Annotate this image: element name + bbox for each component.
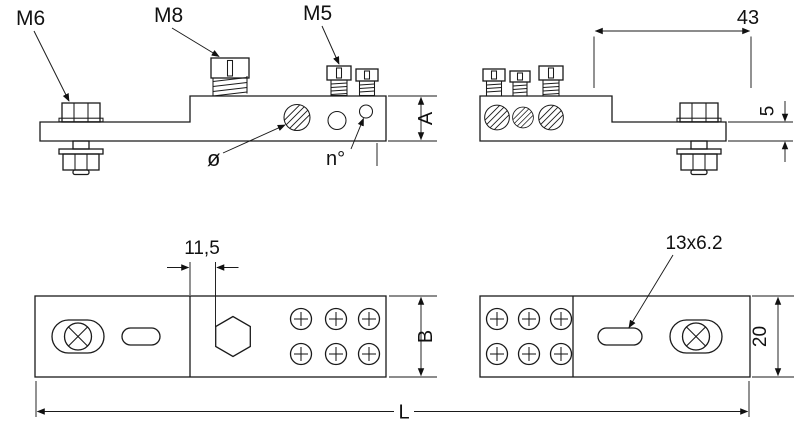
busbar-profile-right xyxy=(479,95,727,142)
dim-label-43: 43 xyxy=(737,7,759,29)
terminal-screw-top xyxy=(357,307,381,331)
m8-screw-side xyxy=(210,57,250,97)
callout-hole-count: n° xyxy=(326,148,345,170)
dim-label-11-5: 11,5 xyxy=(184,238,220,259)
busbar-profile-left xyxy=(39,95,387,142)
dimension-l: L xyxy=(35,381,750,424)
m6-bolt-top-right xyxy=(669,319,723,354)
callout-slot-size: 13x6.2 xyxy=(665,233,722,254)
threaded-hole-r3 xyxy=(538,104,564,131)
dim-label-l: L xyxy=(398,402,409,424)
screw-side-r2 xyxy=(509,70,531,97)
busbar-top-right xyxy=(479,295,751,378)
m5-screw-side-1 xyxy=(326,65,352,97)
dim-label-5: 5 xyxy=(758,106,779,117)
dim-label-a: A xyxy=(415,111,437,125)
leader-slot-size xyxy=(628,254,674,329)
callout-m5: M5 xyxy=(303,2,332,25)
leader-diameter xyxy=(222,124,286,154)
leader-m8 xyxy=(171,27,220,57)
terminal-screw-top xyxy=(289,342,313,366)
terminal-screw-top xyxy=(289,307,313,331)
dim-label-b: B xyxy=(415,330,437,343)
callout-diameter: ø xyxy=(207,146,220,171)
terminal-screw-top xyxy=(324,342,348,366)
dimension-11-5: 11,5 xyxy=(167,238,239,327)
terminal-screw-top xyxy=(549,307,573,331)
dimension-5: 5 xyxy=(728,101,793,162)
top-view-left xyxy=(34,295,387,378)
callout-m6: M6 xyxy=(16,7,45,30)
threaded-hole-r1 xyxy=(484,104,510,131)
dimension-43: 43 xyxy=(593,7,759,88)
hole-side-medium xyxy=(327,110,347,131)
callout-m8: M8 xyxy=(154,4,183,27)
screw-side-r3 xyxy=(538,65,564,97)
terminal-screw-top xyxy=(549,342,573,366)
m6-bolt-top-left xyxy=(51,319,105,354)
terminal-screw-top xyxy=(517,307,541,331)
side-view-right xyxy=(479,65,727,176)
leader-m5 xyxy=(321,25,340,65)
terminal-screw-top xyxy=(517,342,541,366)
dim-label-20: 20 xyxy=(750,326,771,347)
terminal-screw-top xyxy=(324,307,348,331)
m8-hex-top xyxy=(215,315,251,358)
m6-bolt-side-left xyxy=(58,102,104,176)
terminal-screw-top xyxy=(485,307,509,331)
dimension-20: 20 xyxy=(750,295,794,378)
busbar-top-left xyxy=(34,295,387,378)
top-view-right xyxy=(479,295,751,378)
leader-hole-count xyxy=(350,117,364,150)
mounting-slot-right xyxy=(597,327,643,346)
terminal-screw-top xyxy=(485,342,509,366)
m5-screw-side-2 xyxy=(355,68,379,97)
mounting-slot-left xyxy=(121,327,161,346)
hole-side-small xyxy=(358,104,374,119)
m6-bolt-side-right xyxy=(676,102,722,176)
threaded-hole-r2 xyxy=(512,106,534,129)
leader-m6 xyxy=(33,30,70,102)
side-view-left xyxy=(39,57,387,176)
callouts: M6 M8 M5 ø n° 13x6.2 xyxy=(16,2,723,329)
threaded-hole-side xyxy=(283,103,311,132)
screw-side-r1 xyxy=(482,68,506,97)
terminal-screw-top xyxy=(357,342,381,366)
dimension-a: A xyxy=(388,95,437,142)
dimension-b: B xyxy=(389,295,437,378)
